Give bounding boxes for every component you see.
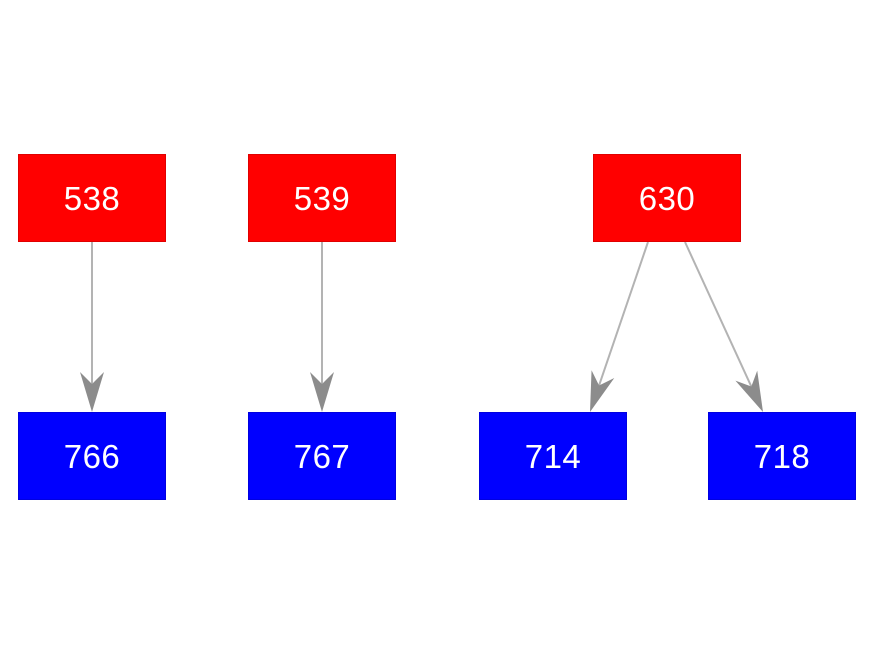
edge-line (598, 241, 649, 386)
arrowhead-icon (80, 372, 104, 412)
node-label: 539 (293, 179, 351, 217)
node-label: 766 (63, 437, 121, 475)
node-label: 630 (638, 179, 696, 217)
graph-node-714: 714 (479, 412, 627, 500)
arrowhead-icon (310, 372, 334, 412)
node-label: 718 (753, 437, 811, 475)
edge-630-to-714 (590, 241, 649, 412)
graph-node-767: 767 (248, 412, 396, 500)
edge-630-to-718 (684, 241, 763, 412)
graph-node-539: 539 (248, 154, 396, 242)
graph-node-538: 538 (18, 154, 166, 242)
node-label: 538 (63, 179, 121, 217)
edge-538-to-766 (80, 242, 104, 412)
edge-539-to-767 (310, 242, 334, 412)
node-label: 767 (293, 437, 351, 475)
arrowhead-icon (590, 370, 615, 412)
arrowhead-icon (735, 370, 763, 412)
graph-node-718: 718 (708, 412, 856, 500)
node-label: 714 (524, 437, 582, 475)
graph-node-630: 630 (593, 154, 741, 242)
edge-line (684, 241, 753, 387)
graph-node-766: 766 (18, 412, 166, 500)
